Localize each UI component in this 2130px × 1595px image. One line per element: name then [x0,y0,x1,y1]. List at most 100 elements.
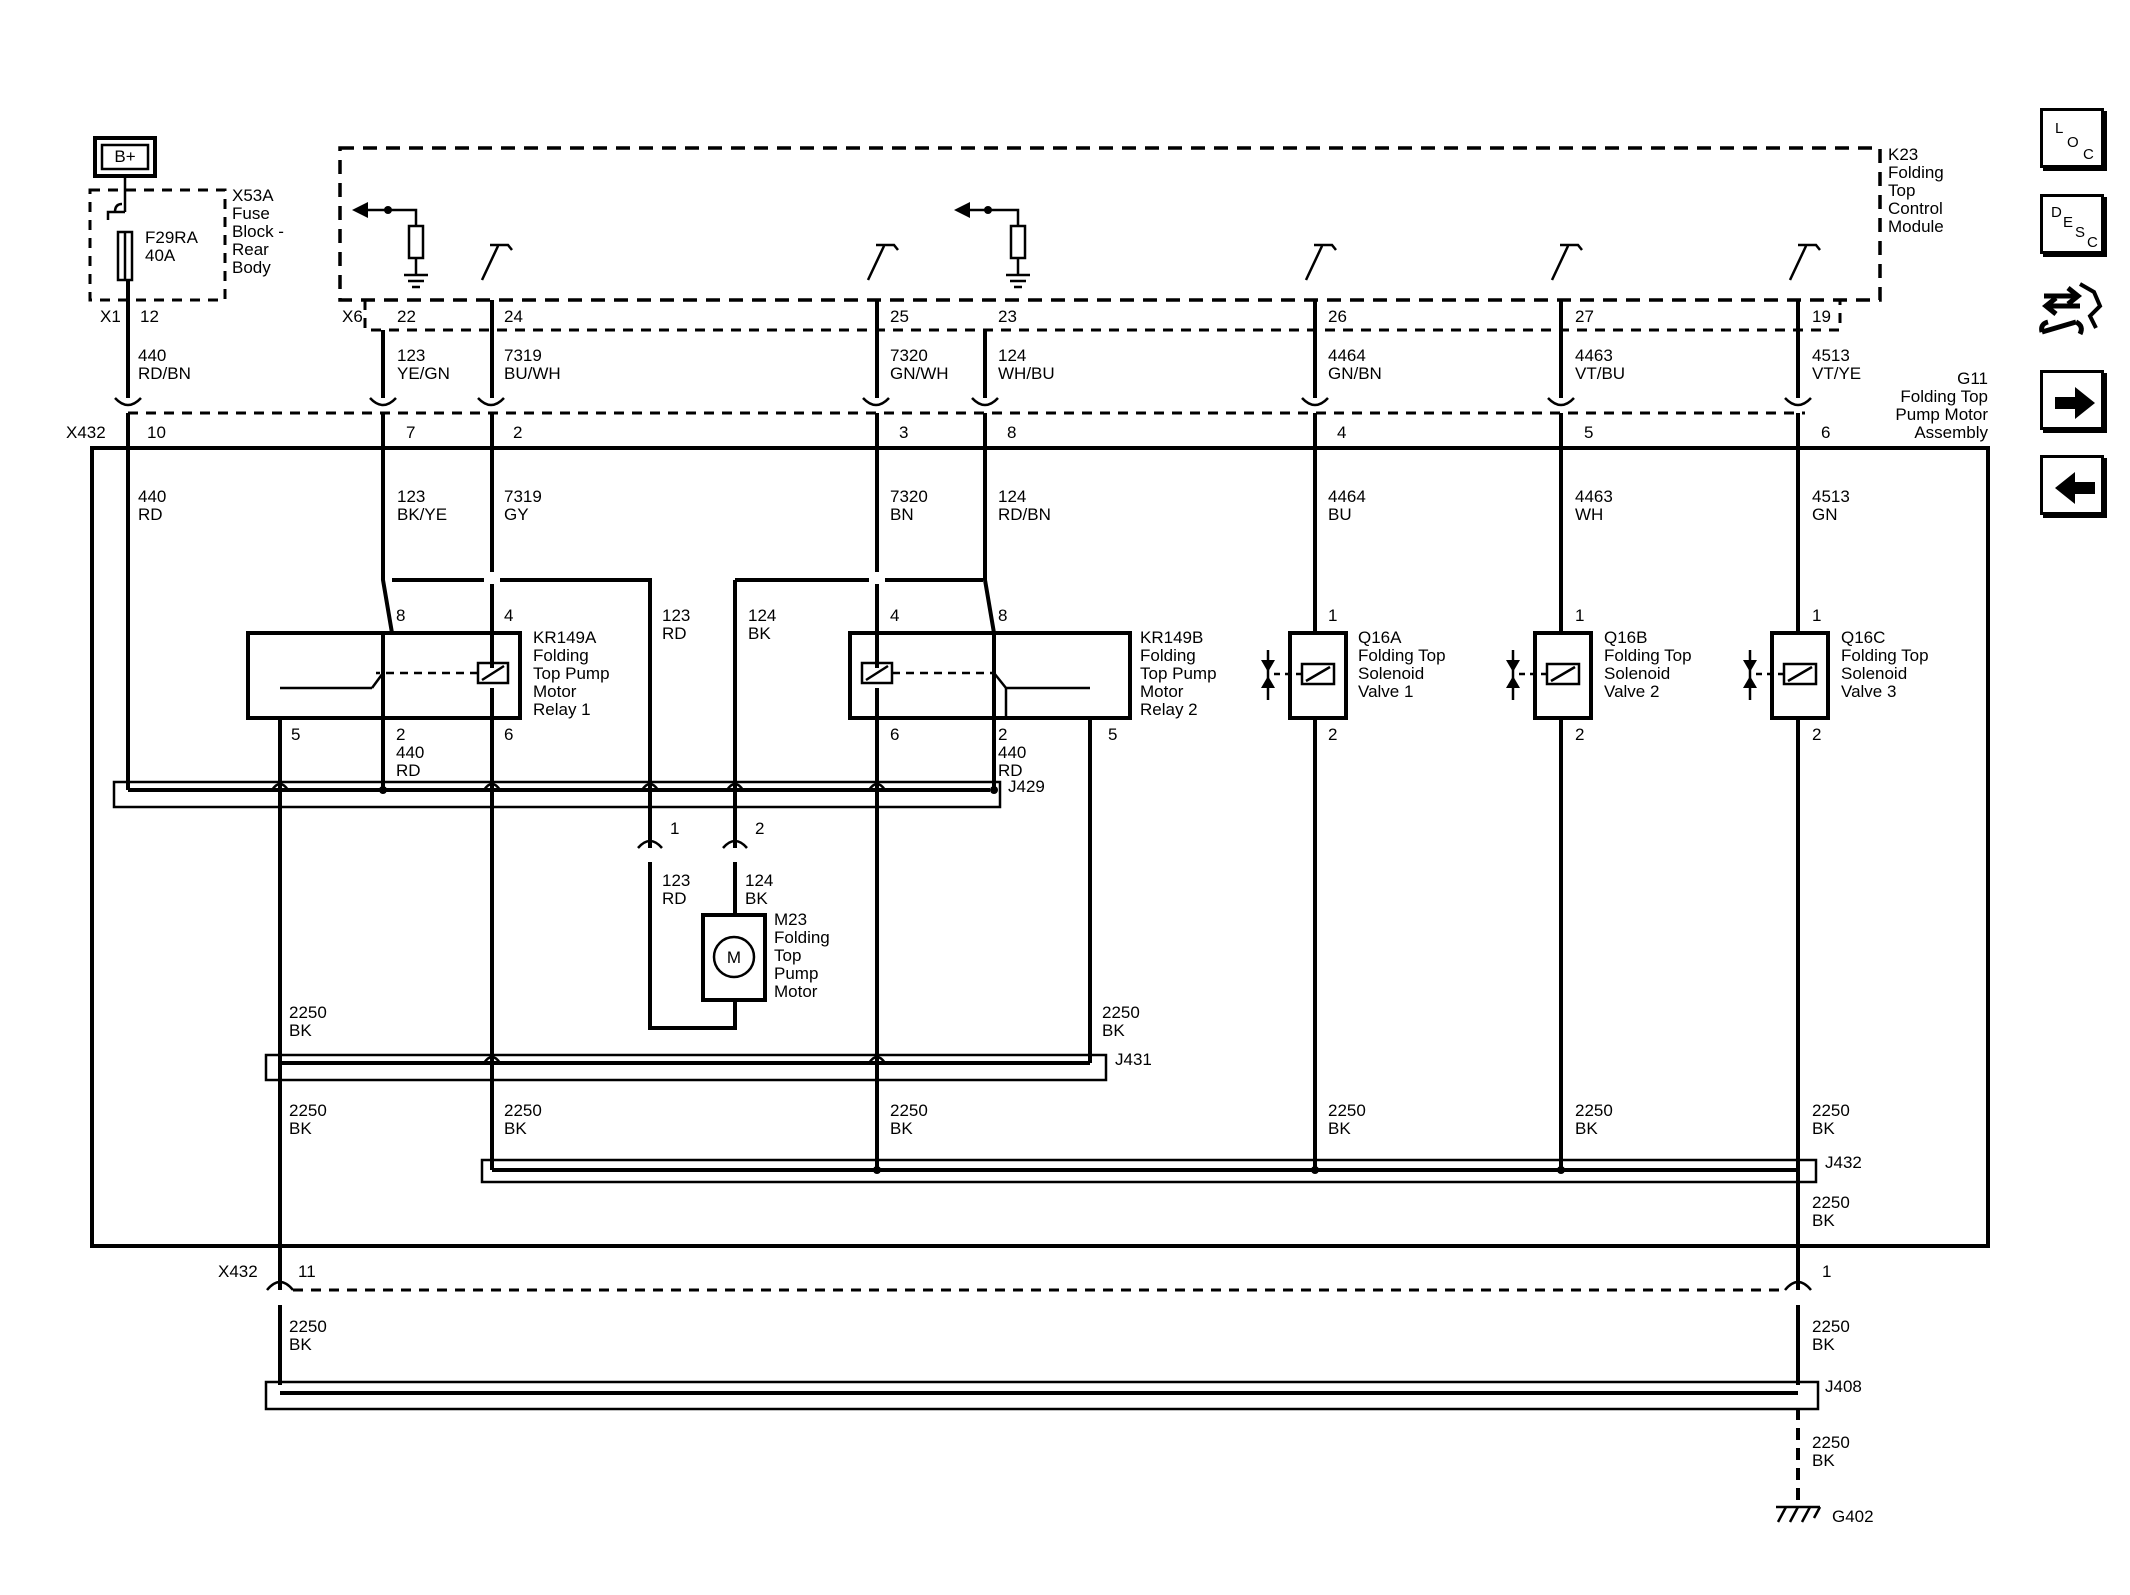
wire-123-circuit: 123 [397,346,425,365]
motor-id: M23 [774,910,807,929]
chassis-ground-symbol [1776,1505,1822,1523]
valve-b-id: Q16B [1604,628,1647,647]
valve-c-id: Q16C [1841,628,1885,647]
inner-4513-circuit: 4513 [1812,487,1850,506]
splice-j432-label: J432 [1825,1153,1862,1172]
assembly-name-3: Assembly [1914,423,1988,442]
splice-j429-label: J429 [1008,777,1045,796]
fuse-f29ra [106,176,134,282]
splice-j432 [480,1158,1818,1184]
gnd-label-e-color: BK [1575,1119,1598,1138]
wire-4513-circuit: 4513 [1812,346,1850,365]
x432-pin-4: 4 [1337,423,1346,442]
module-id: K23 [1888,145,1918,164]
module-connector-x6 [363,300,1842,332]
splice-j431 [264,1053,1108,1082]
wire-4463-color: VT/BU [1575,364,1625,383]
relay2-out-color: RD [998,761,1023,780]
module-name-4: Module [1888,217,1944,236]
inner-4513-color: GN [1812,505,1838,524]
relay1-pin-2: 2 [396,725,405,744]
x432-pin-6: 6 [1821,423,1830,442]
connector-wrench-button[interactable] [2036,276,2108,342]
inner-7320-color: BN [890,505,914,524]
gnd-label-j-color: BK [1812,1451,1835,1470]
relay2-name-2: Top Pump [1140,664,1217,683]
fuse-rating: 40A [145,246,176,265]
gnd-label-relay1-circuit: 2250 [289,1003,327,1022]
connector-x432-bottom-id: X432 [218,1262,258,1281]
gnd-label-a-circuit: 2250 [289,1101,327,1120]
gnd-label-a-color: BK [289,1119,312,1138]
motor-wire-124-color: BK [745,889,768,908]
solenoid-valve-q16a [1261,631,1348,720]
gnd-label-g-color: BK [1812,1211,1835,1230]
wire-124-circuit: 124 [998,346,1026,365]
svg-text:L: L [2055,120,2063,137]
connector-x432-top-id: X432 [66,423,106,442]
splice-j408 [264,1380,1820,1411]
gnd-label-relay1-color: BK [289,1021,312,1040]
previous-page-button[interactable] [2040,455,2104,515]
inner-4463-circuit: 4463 [1575,487,1613,506]
gnd-label-f-color: BK [1812,1119,1835,1138]
arrow-left-icon [2055,472,2095,504]
wire-7319-circuit: 7319 [504,346,542,365]
gnd-label-b-circuit: 2250 [504,1101,542,1120]
svg-text:B+: B+ [114,147,135,166]
fuse-block-pin: 12 [140,307,159,326]
wire-4513-color: VT/YE [1812,364,1861,383]
inner-7319-circuit: 7319 [504,487,542,506]
feed-wire-circuit: 440 [138,346,166,365]
module-pin-22: 22 [397,307,416,326]
relay2-name-3: Motor [1140,682,1184,701]
wire-4464-color: GN/BN [1328,364,1382,383]
relay2-pin-5: 5 [1108,725,1117,744]
valve-b-pin-1: 1 [1575,606,1584,625]
assembly-name-2: Pump Motor [1895,405,1988,424]
relay2-name-4: Relay 2 [1140,700,1198,719]
svg-text:C: C [2083,146,2094,163]
fuse-block-name-4: Body [232,258,271,277]
module-pin-24: 24 [504,307,523,326]
connector-wrench-icon [2039,282,2103,336]
svg-text:C: C [2087,234,2098,251]
svg-text:D: D [2051,204,2062,221]
x432-pin-3: 3 [899,423,908,442]
relay1-pin-4: 4 [504,606,513,625]
gnd-label-relay2-color: BK [1102,1021,1125,1040]
x432-pin-7: 7 [406,423,415,442]
location-button[interactable]: L O C [2040,108,2104,168]
description-icon: D E S C [2051,204,2098,251]
gnd-label-i-circuit: 2250 [1812,1317,1850,1336]
arrow-right-icon [2055,387,2095,419]
fuse-label: F29RA [145,228,199,247]
wire-123-color: YE/GN [397,364,450,383]
valve-a-pin-1: 1 [1328,606,1337,625]
inner-124-color: RD/BN [998,505,1051,524]
valve-b-pin-2: 2 [1575,725,1584,744]
pump-motor-assembly-outline [90,446,1990,1248]
next-page-button[interactable] [2040,370,2104,430]
gnd-label-h-color: BK [289,1335,312,1354]
svg-text:O: O [2067,134,2079,151]
relay1-name-1: Folding [533,646,589,665]
fuse-block-name-3: Rear [232,240,269,259]
motor-pin-2: 2 [755,819,764,838]
ground-id: G402 [1832,1507,1874,1526]
gnd-label-j-circuit: 2250 [1812,1433,1850,1452]
module-name-1: Folding [1888,163,1944,182]
module-name-3: Control [1888,199,1943,218]
module-name-2: Top [1888,181,1915,200]
solenoid-valve-q16b [1506,631,1593,720]
splice-j431-label: J431 [1115,1050,1152,1069]
module-pin-19: 19 [1812,307,1831,326]
valve-b-name-3: Valve 2 [1604,682,1659,701]
fuse-block-id: X53A [232,186,274,205]
inner-7320-circuit: 7320 [890,487,928,506]
description-button[interactable]: D E S C [2040,194,2104,254]
module-pin-27: 27 [1575,307,1594,326]
module-output-22 [352,202,428,289]
valve-c-name-1: Folding Top [1841,646,1929,665]
relay-kr149a [246,631,522,720]
